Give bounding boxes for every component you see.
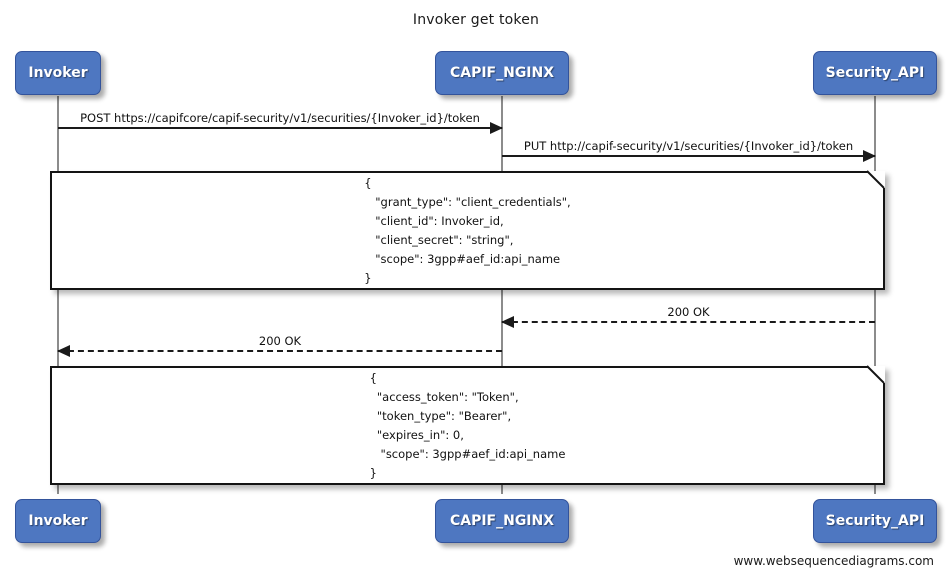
note-response-body: { "access_token": "Token", "token_type":… — [50, 366, 885, 485]
participant-label: Invoker — [28, 513, 88, 529]
message-post-token[interactable]: POST https://capifcore/capif-security/v1… — [58, 111, 503, 134]
message-line — [502, 321, 875, 323]
participant-label: Security_API — [825, 513, 925, 529]
participant-invoker-bottom[interactable]: Invoker — [15, 499, 101, 543]
participant-label: Invoker — [28, 65, 88, 81]
participant-capif-nginx-bottom[interactable]: CAPIF_NGINX — [435, 499, 569, 543]
message-label: 200 OK — [258, 334, 302, 348]
participant-label: Security_API — [825, 65, 925, 81]
participant-invoker-top[interactable]: Invoker — [15, 51, 101, 95]
message-200-ok-security-api[interactable]: 200 OK — [501, 305, 875, 328]
message-label: PUT http://capif-security/v1/securities/… — [523, 139, 854, 153]
arrowhead-left-icon — [57, 345, 70, 357]
participant-capif-nginx-top[interactable]: CAPIF_NGINX — [435, 51, 569, 95]
participant-security-api-top[interactable]: Security_API — [813, 51, 937, 95]
watermark: www.websequencediagrams.com — [733, 554, 934, 568]
note-corner-fold-icon — [868, 366, 885, 383]
message-label: POST https://capifcore/capif-security/v1… — [80, 111, 480, 125]
arrowhead-left-icon — [501, 316, 514, 328]
message-put-token[interactable]: PUT http://capif-security/v1/securities/… — [502, 139, 876, 162]
diagram-title: Invoker get token — [412, 12, 540, 28]
message-line — [502, 155, 875, 157]
arrowhead-right-icon — [490, 122, 503, 134]
participant-label: CAPIF_NGINX — [449, 513, 555, 529]
note-corner-fold-icon — [868, 171, 885, 188]
participant-label: CAPIF_NGINX — [449, 65, 555, 81]
note-text: { "grant_type": "client_credentials", "c… — [364, 175, 571, 285]
message-200-ok-invoker[interactable]: 200 OK — [57, 334, 502, 357]
note-request-body: { "grant_type": "client_credentials", "c… — [50, 171, 885, 290]
lifeline-capif-nginx — [501, 96, 503, 494]
note-text: { "access_token": "Token", "token_type":… — [369, 370, 566, 480]
participant-security-api-bottom[interactable]: Security_API — [813, 499, 937, 543]
lifeline-security-api — [874, 96, 876, 494]
message-line — [58, 127, 502, 129]
message-label: 200 OK — [667, 305, 710, 319]
lifeline-invoker — [57, 96, 59, 494]
arrowhead-right-icon — [863, 150, 876, 162]
message-line — [58, 350, 502, 352]
